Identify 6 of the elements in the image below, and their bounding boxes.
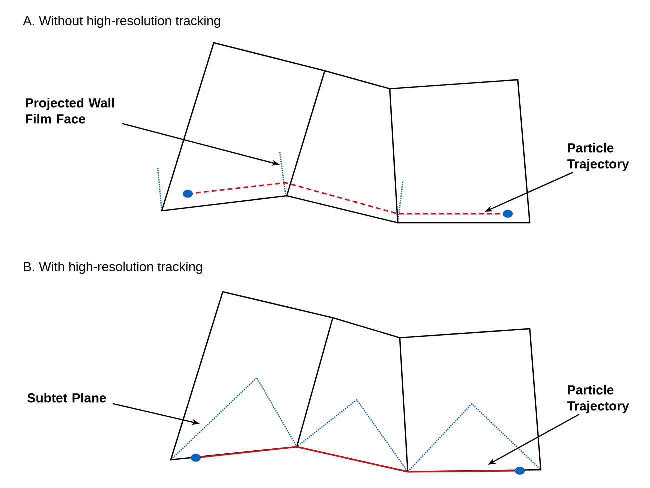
callout-label: Projected Wall Film Face [26, 98, 114, 124]
callout-label: Particle Trajectory [567, 385, 630, 414]
panel-heading: A. Without high-resolution tracking [23, 16, 220, 28]
callout-label: Particle Trajectory [567, 143, 630, 172]
callout-label: Subtet Plane [28, 393, 106, 403]
panel-heading: B. With high-resolution tracking [24, 262, 202, 274]
